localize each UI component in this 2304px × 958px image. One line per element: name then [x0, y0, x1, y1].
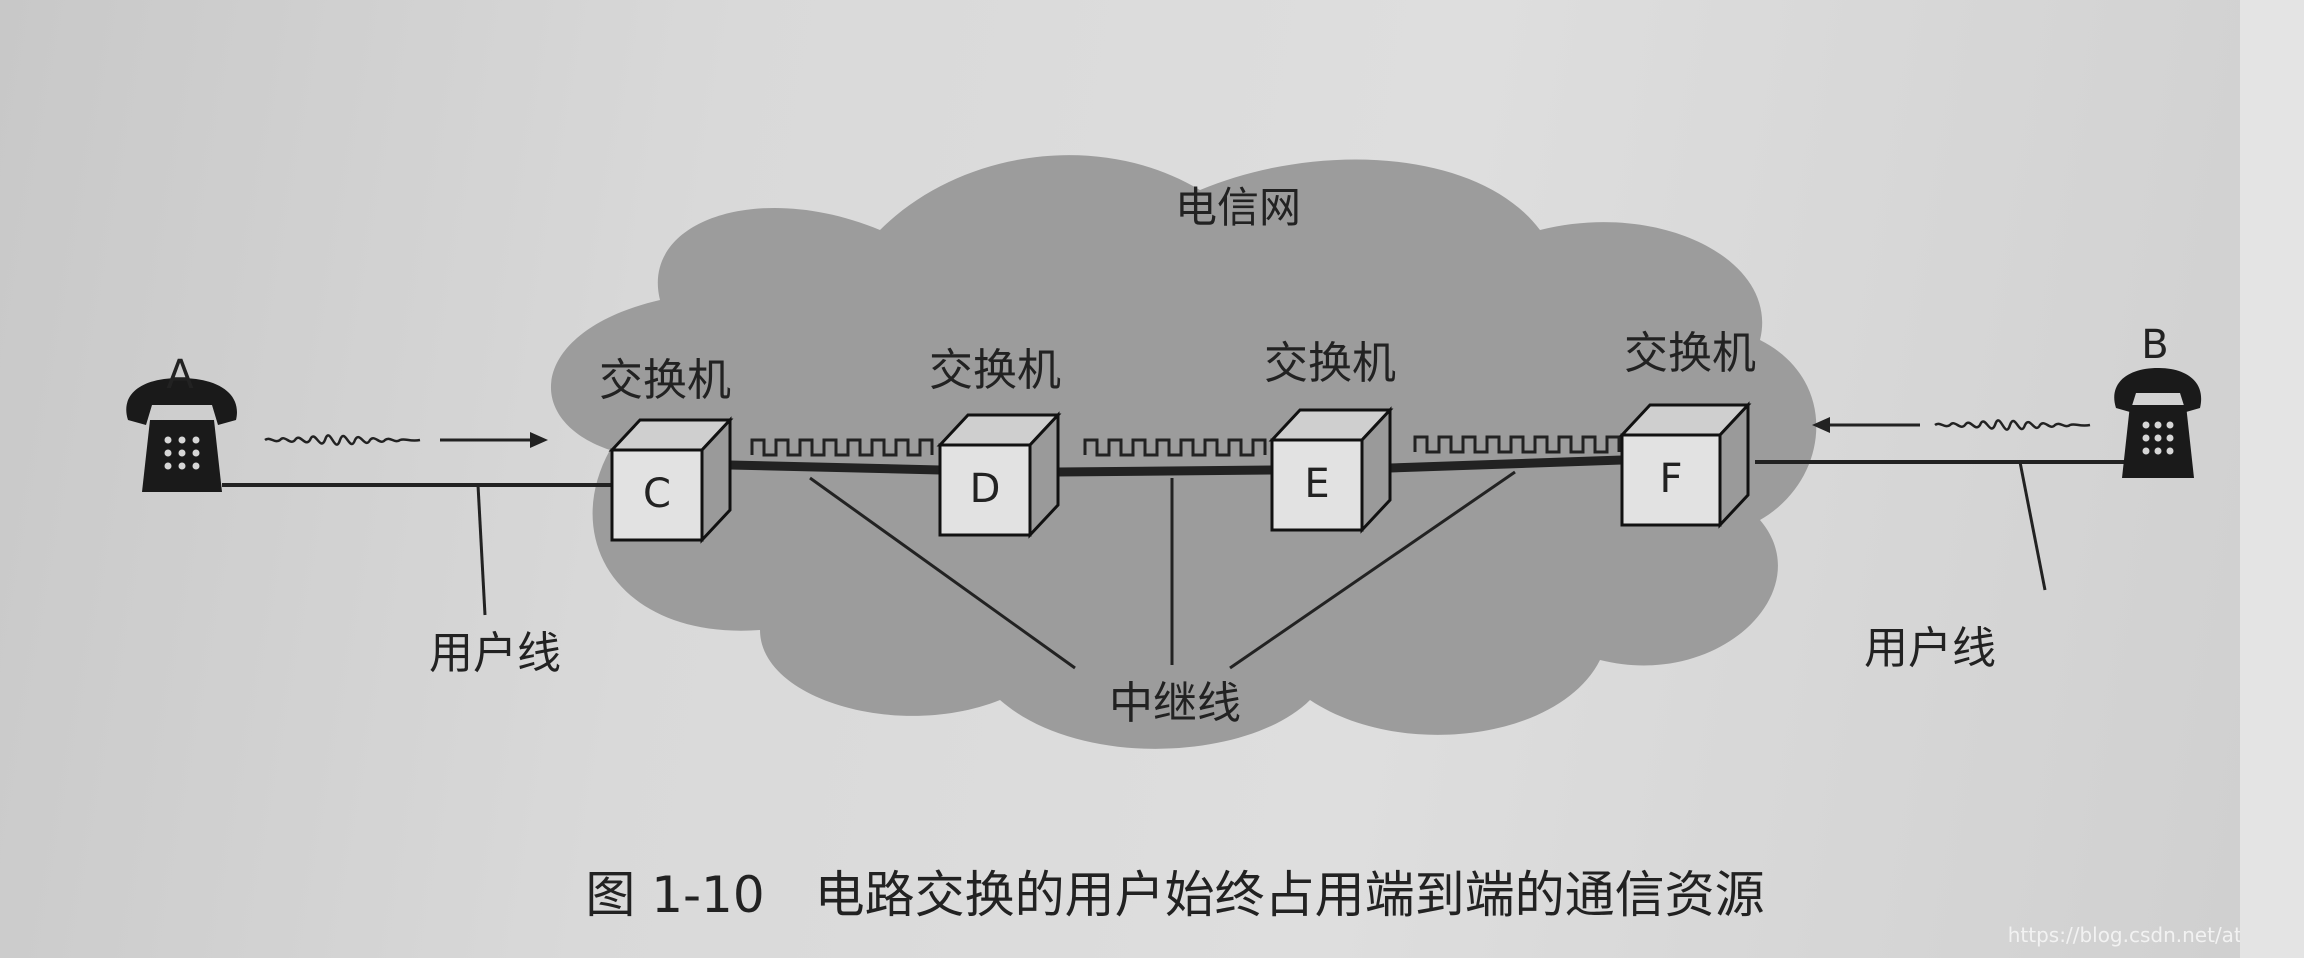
- pulse-train-de: [1083, 438, 1267, 457]
- telephone-b-icon: [2114, 368, 2202, 478]
- switch-e: E: [1268, 406, 1394, 534]
- switch-d: D: [936, 411, 1062, 539]
- user-line-label-right: 用户线: [1864, 623, 1996, 674]
- arrow-left-icon: [1812, 417, 1920, 433]
- switch-d-label: 交换机: [929, 345, 1061, 396]
- switch-e-id: E: [1304, 461, 1329, 507]
- user-line-leader-right: [2018, 461, 2047, 591]
- trunk-line-cd: [729, 460, 941, 475]
- analog-wave-left: [264, 434, 421, 446]
- edge-text-2: E: [2270, 349, 2295, 395]
- switch-f: F: [1618, 401, 1752, 529]
- analog-wave-right: [1934, 419, 2091, 431]
- arrow-right-icon: [440, 432, 548, 448]
- switch-d-id: D: [970, 466, 1001, 512]
- phone-b-label: B: [2141, 322, 2168, 368]
- telecom-network-cloud: [550, 155, 1817, 749]
- user-line-label-left: 用户线: [429, 628, 561, 679]
- trunk-label: 中继线: [1109, 678, 1241, 729]
- switch-f-label: 交换机: [1624, 328, 1756, 379]
- watermark: https://blog.csdn.net/atian1: [2008, 923, 2285, 947]
- telephone-a-icon: [126, 378, 237, 492]
- switch-f-id: F: [1659, 456, 1682, 502]
- switch-c: C: [608, 416, 734, 544]
- pulse-train-cd: [750, 438, 934, 457]
- trunk-line-de: [1057, 465, 1273, 477]
- network-label: 电信网: [1175, 183, 1301, 232]
- user-line-leader-left: [476, 484, 487, 616]
- trunk-line-ef: [1389, 455, 1623, 473]
- switch-c-id: C: [643, 471, 671, 517]
- switch-c-label: 交换机: [599, 355, 731, 406]
- figure-caption: 图 1-10 电路交换的用户始终占用端到端的通信资源: [585, 866, 1764, 924]
- trunk-leader-3: [1229, 470, 1516, 670]
- phone-a-label: A: [166, 352, 194, 398]
- switch-e-label: 交换机: [1264, 338, 1396, 389]
- pulse-train-ef: [1413, 435, 1621, 454]
- edge-text-1: 主: [2268, 264, 2304, 310]
- trunk-leader-1: [809, 476, 1076, 670]
